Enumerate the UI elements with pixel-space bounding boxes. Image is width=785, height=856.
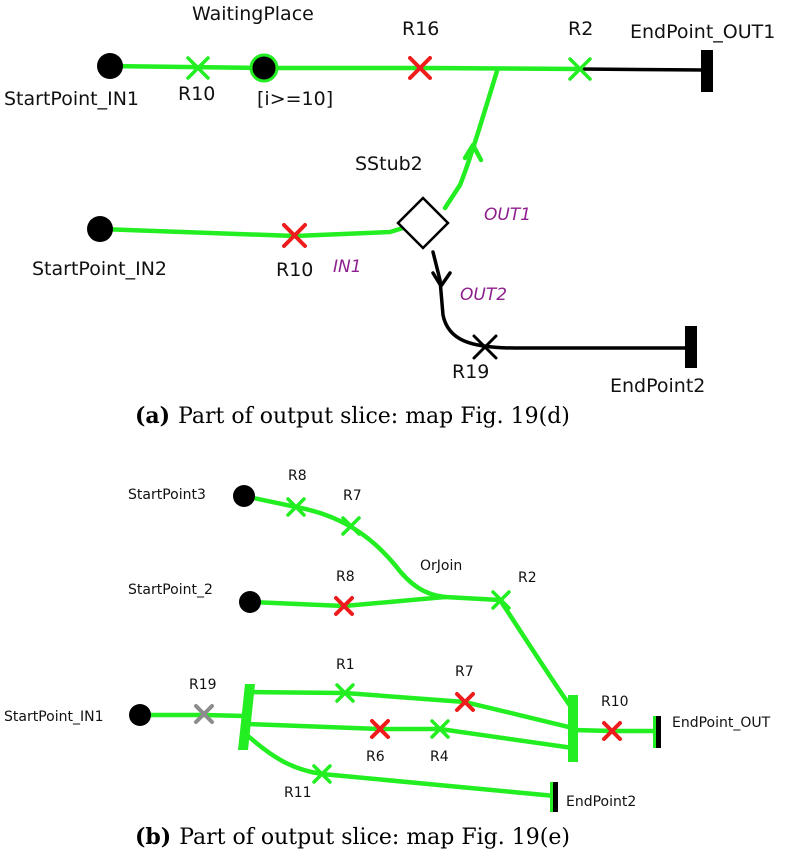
path-fork-r1-r7 [244,689,576,731]
label-r19: R19 [452,361,489,383]
end-point2-bar [685,326,697,368]
label-out1: OUT1 [484,205,531,225]
label-end-point-out1: EndPoint_OUT1 [630,21,775,43]
label-r1: R1 [336,657,355,673]
label-r2: R2 [568,18,593,40]
and-join-bar [568,695,578,762]
responsibility-r11 [312,764,332,784]
direction-arrow-out1 [462,142,484,163]
label-start-point-in2: StartPoint_IN2 [32,258,167,280]
path-start3-to-orjoin [241,493,448,600]
label-end-point2-b: EndPoint2 [566,794,636,810]
label-r10-bottom: R10 [276,259,313,281]
start-point-in1-b [129,704,151,726]
label-end-point2: EndPoint2 [610,375,705,397]
label-start-point-in1: StartPoint_IN1 [4,88,139,110]
path-in2-to-sstub [97,225,406,239]
label-out2: OUT2 [460,285,507,305]
label-r16: R16 [402,18,439,40]
label-r8-mid: R8 [336,569,355,585]
label-start-point3: StartPoint3 [128,487,206,503]
start-point-2 [239,591,261,613]
label-r11: R11 [284,785,312,801]
responsibility-r10-bottom [282,223,307,248]
path-in1-to-r2 [107,63,583,72]
label-r4: R4 [430,749,449,765]
label-orjoin: OrJoin [420,558,462,574]
label-start-point-2: StartPoint_2 [128,582,213,598]
start-point-in1 [97,53,123,79]
path-sstub-out2-branch [431,250,692,350]
caption-a-tag: (a) [135,403,170,429]
responsibility-r19 [472,334,498,360]
responsibility-r4 [430,719,450,739]
direction-arrow-out2 [431,271,452,288]
label-waiting-place: WaitingPlace [192,3,314,25]
label-r10-b: R10 [601,694,629,710]
responsibility-r6 [370,719,390,739]
responsibility-r16 [408,56,432,80]
path-fork-r6-r4 [244,721,576,751]
path-r2-to-endpoint-out1 [578,67,707,72]
map-b: R8 StartPoint3 R7 OrJoin StartPoint_2 R8… [4,468,771,850]
responsibility-r1 [335,683,355,703]
label-end-point-out: EndPoint_OUT [672,715,771,731]
waiting-place [249,53,279,83]
label-sstub2: SStub2 [355,153,423,175]
end-point2-b-bar [550,782,558,812]
path-sstub-out1-branch [442,68,500,211]
responsibility-r7-top [341,516,361,536]
map-a: WaitingPlace StartPoint_IN1 R10 [i>=10] … [4,3,775,429]
label-r19-b: R19 [189,677,217,693]
end-point-out1-bar [701,50,713,92]
static-stub-sstub2 [396,196,450,250]
start-point-in2 [87,216,113,242]
responsibility-r10-b [602,721,622,741]
label-start-point-in1-b: StartPoint_IN1 [4,709,103,725]
responsibility-r8-mid [334,596,354,616]
end-point-out-bar [653,716,661,748]
label-in1: IN1 [333,257,362,277]
start-point3 [233,485,255,507]
caption-b: (b) Part of output slice: map Fig. 19(e) [135,824,570,850]
responsibility-r8-top [286,497,306,517]
label-r6: R6 [366,749,385,765]
end-point-out-bar-edge [653,716,656,748]
caption-a: (a) Part of output slice: map Fig. 19(d) [135,403,570,429]
responsibility-r19-b [194,704,214,724]
label-r2-b: R2 [518,570,537,586]
caption-b-tag: (b) [135,824,171,850]
path-start-in1-to-and-fork [137,712,248,719]
caption-b-text: Part of output slice: map Fig. 19(e) [179,825,570,850]
label-r7-top: R7 [343,488,362,504]
path-orjoin-to-and-join [442,594,576,713]
label-r8-top: R8 [288,468,307,484]
responsibility-r7-mid [455,692,475,712]
label-r7-mid: R7 [455,664,474,680]
end-point2-b-bar-edge [550,782,553,812]
label-r10-top: R10 [178,83,215,105]
responsibility-r10-top [186,56,210,80]
responsibility-r2-b [491,590,511,610]
responsibility-r2 [568,57,592,81]
label-guard: [i>=10] [257,88,333,110]
and-fork-bar [238,684,255,750]
caption-a-text: Part of output slice: map Fig. 19(d) [178,404,570,429]
